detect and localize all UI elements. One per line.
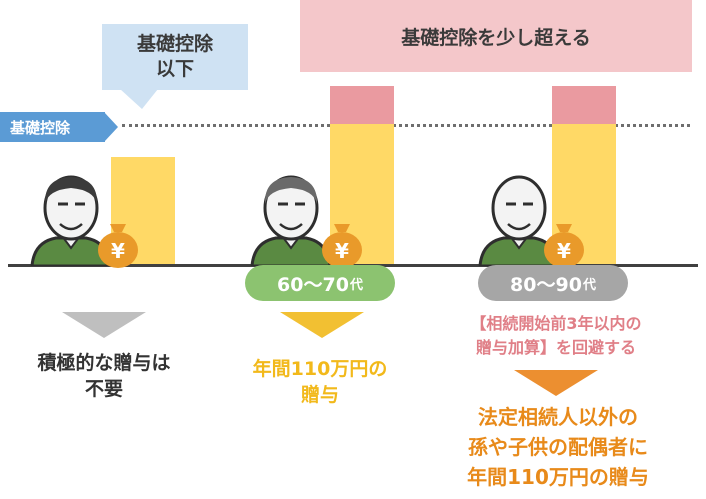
- money-bag-icon: ¥: [544, 224, 584, 268]
- age-badge-suffix: 代: [349, 277, 363, 293]
- callout-below-line2: 以下: [155, 58, 194, 80]
- elderly-person-icon: [250, 175, 332, 266]
- arrow-down-icon: [514, 370, 598, 396]
- age-badge-suffix: 代: [582, 277, 596, 293]
- age-badge-text: 60～70: [277, 273, 349, 296]
- excess-bar-3: [552, 86, 616, 124]
- result-2-line2: 贈与: [300, 384, 339, 406]
- yen-icon: ¥: [335, 239, 349, 263]
- note-line2: 贈与加算】を回避する: [475, 338, 636, 357]
- result-3-line3: 年間110万円の贈与: [467, 465, 649, 489]
- result-2-line1: 年間110万円の: [252, 358, 388, 380]
- result-3-line2: 孫や子供の配偶者に: [468, 435, 648, 459]
- elderly-person-icon: [478, 175, 560, 266]
- money-bag-icon: ¥: [98, 224, 138, 268]
- callout-above-deduction: 基礎控除を少し超える: [300, 0, 692, 72]
- arrow-down-icon: [280, 312, 364, 338]
- elderly-person-icon: [30, 175, 112, 266]
- result-text-1: 積極的な贈与は 不要: [14, 350, 194, 402]
- yen-icon: ¥: [557, 239, 571, 263]
- result-text-2: 年間110万円の 贈与: [230, 356, 410, 408]
- yen-icon: ¥: [111, 239, 125, 263]
- result-1-line2: 不要: [84, 378, 123, 400]
- result-3-line1: 法定相続人以外の: [478, 405, 638, 429]
- callout-above-text: 基礎控除を少し超える: [401, 26, 591, 49]
- result-text-3: 法定相続人以外の 孫や子供の配偶者に 年間110万円の贈与: [420, 402, 696, 492]
- callout-below-deduction: 基礎控除 以下: [102, 24, 248, 90]
- callout-pointer: [120, 89, 158, 109]
- excess-bar-2: [330, 86, 394, 124]
- money-bag-icon: ¥: [322, 224, 362, 268]
- arrow-down-icon: [62, 312, 146, 338]
- deduction-threshold-line: [122, 124, 690, 127]
- deduction-tag: 基礎控除: [0, 112, 105, 142]
- result-1-line1: 積極的な贈与は: [37, 352, 171, 374]
- avoidance-note: 【相続開始前3年以内の 贈与加算】を回避する: [436, 312, 676, 360]
- tag-point: [104, 112, 118, 142]
- note-line1: 【相続開始前3年以内の: [470, 314, 642, 333]
- callout-below-line1: 基礎控除: [136, 33, 213, 55]
- age-badge-text: 80～90: [510, 273, 582, 296]
- deduction-tag-label: 基礎控除: [10, 118, 71, 137]
